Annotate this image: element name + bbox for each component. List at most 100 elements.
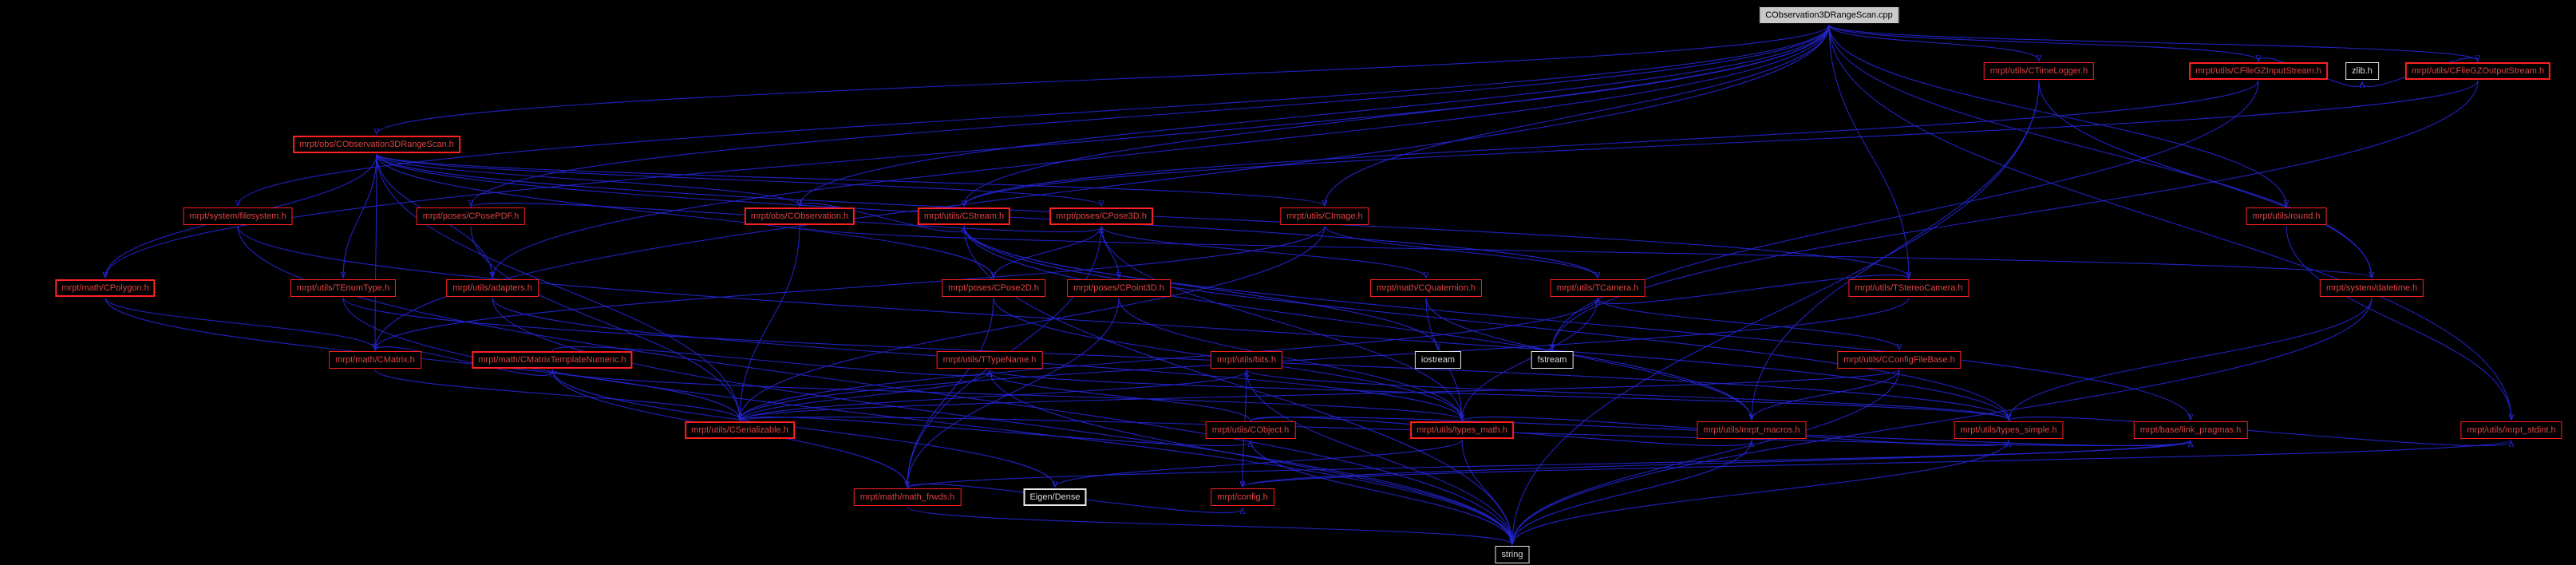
include-edge-n0-n35 (1828, 24, 2511, 420)
include-edge-n13-n22 (105, 297, 375, 350)
graph-node-n35[interactable]: mrpt/utils/mrpt_stdint.h (2460, 421, 2562, 439)
graph-node-n31[interactable]: mrpt/utils/types_math.h (1410, 421, 1514, 439)
include-edge-n14-n33 (342, 297, 2009, 420)
include-edge-n29-n24 (739, 371, 990, 422)
include-edge-n0-n21 (1828, 24, 2372, 278)
include-edge-n8-n21 (799, 225, 2372, 278)
include-edge-n30-n24 (990, 371, 1251, 422)
include-edge-n0-n15 (492, 24, 1830, 278)
include-edge-n24-n33 (989, 369, 2009, 420)
include-edge-n0-n8 (800, 24, 1830, 206)
graph-node-n8[interactable]: mrpt/obs/CObservation.h (744, 207, 855, 225)
graph-node-n38[interactable]: mrpt/config.h (1211, 488, 1274, 506)
include-edge-n1-n21 (2038, 80, 2372, 278)
include-edge-n21-n39 (1512, 297, 2373, 544)
include-edge-n23-n31 (551, 369, 1462, 420)
graph-node-n37[interactable]: Eigen/Dense (1023, 488, 1087, 506)
include-edge-n0-n6 (238, 24, 1830, 206)
graph-node-n5[interactable]: mrpt/obs/CObservation3DRangeScan.h (293, 136, 460, 153)
graph-node-n9[interactable]: mrpt/utils/CStream.h (917, 207, 1011, 225)
graph-node-n6[interactable]: mrpt/system/filesystem.h (183, 207, 293, 225)
graph-node-n30[interactable]: mrpt/utils/CObject.h (1205, 421, 1296, 439)
include-edge-n2-n27 (1552, 80, 2259, 350)
graph-node-n15[interactable]: mrpt/utils/adapters.h (446, 279, 539, 297)
graph-node-n23[interactable]: mrpt/math/CMatrixTemplateNumeric.h (472, 351, 633, 369)
include-edge-n35-n38 (1243, 439, 2512, 487)
include-edge-n36-n39 (907, 506, 1512, 544)
include-edge-n30-n39 (1250, 439, 1512, 544)
graph-node-n27[interactable]: fstream (1531, 351, 1574, 369)
graph-node-n16[interactable]: mrpt/poses/CPose2D.h (942, 279, 1045, 297)
graph-node-n12[interactable]: mrpt/utils/round.h (2246, 207, 2327, 225)
include-edge-n8-n9 (799, 203, 964, 232)
include-edge-n36-n34 (907, 441, 2191, 489)
include-edge-n5-n22 (375, 153, 377, 350)
graph-node-n18[interactable]: mrpt/math/CQuaternion.h (1369, 279, 1483, 297)
include-edge-n18-n32 (1425, 297, 1752, 420)
include-edge-n28-n29 (740, 369, 1900, 420)
include-edge-n31-n39 (1461, 439, 1512, 544)
include-edge-n28-n39 (1512, 369, 1900, 544)
include-edge-n0-n20 (1828, 24, 1909, 278)
include-edge-n4-n27 (1552, 80, 2479, 350)
graph-node-n11[interactable]: mrpt/utils/CImage.h (1280, 207, 1369, 225)
graph-node-n26[interactable]: iostream (1414, 351, 1462, 369)
include-edge-n6-n33 (237, 225, 2009, 420)
graph-node-n1[interactable]: mrpt/utils/CTimeLogger.h (1983, 62, 2095, 80)
graph-node-n4[interactable]: mrpt/utils/CFileGZOutputStream.h (2404, 62, 2551, 80)
graph-node-n17[interactable]: mrpt/poses/CPoint3D.h (1067, 279, 1171, 297)
include-edge-n17-n36 (907, 297, 1120, 487)
include-edge-n28-n32 (1752, 369, 1900, 420)
graph-node-n36[interactable]: mrpt/math/math_frwds.h (853, 488, 962, 506)
include-edge-n19-n29 (740, 297, 1598, 420)
include-edge-n4-n9 (964, 80, 2479, 206)
include-edge-n11-n19 (1324, 225, 1598, 278)
include-edge-n24-n39 (989, 369, 1512, 544)
include-edge-n0-n2 (1828, 24, 2258, 61)
include-edge-n7-n29 (470, 225, 740, 420)
graph-node-n20[interactable]: mrpt/utils/TStereoCamera.h (1848, 279, 1970, 297)
include-edge-n0-n4 (1828, 24, 2478, 61)
graph-node-n2[interactable]: mrpt/utils/CFileGZInputStream.h (2189, 62, 2328, 80)
graph-node-n25[interactable]: mrpt/utils/bits.h (1211, 351, 1282, 369)
include-edge-n0-n11 (1325, 24, 1830, 206)
include-edge-n31-n37 (1055, 439, 1463, 487)
include-edge-n1-n39 (1512, 80, 2040, 544)
graph-node-n39[interactable]: string (1495, 546, 1530, 563)
include-edge-n9-n32 (963, 225, 1752, 420)
include-edge-n5-n11 (376, 153, 1325, 206)
graph-node-n7[interactable]: mrpt/poses/CPosePDF.h (416, 207, 526, 225)
include-edge-n0-n5 (377, 24, 1830, 134)
graph-node-n22[interactable]: mrpt/math/CMatrix.h (329, 351, 421, 369)
graph-node-n21[interactable]: mrpt/system/datetime.h (2319, 279, 2424, 297)
graph-node-n14[interactable]: mrpt/utils/TEnumType.h (290, 279, 397, 297)
graph-node-n13[interactable]: mrpt/math/CPolygon.h (55, 279, 156, 297)
graph-node-n33[interactable]: mrpt/utils/types_simple.h (1954, 421, 2064, 439)
include-edge-n22-n23 (374, 346, 552, 376)
include-edge-n29-n30 (739, 417, 1250, 446)
include-edge-n15-n39 (492, 297, 1512, 544)
include-edge-n5-n10 (376, 153, 1101, 206)
include-edge-n12-n35 (2286, 225, 2511, 420)
graph-node-n19[interactable]: mrpt/utils/TCamera.h (1550, 279, 1646, 297)
include-edge-n16-n36 (907, 297, 994, 487)
include-edge-n10-n18 (1100, 225, 1426, 278)
graph-node-n10[interactable]: mrpt/poses/CPose3D.h (1049, 207, 1153, 225)
include-edge-n2-n9 (964, 80, 2259, 206)
graph-node-n28[interactable]: mrpt/utils/CConfigFileBase.h (1837, 351, 1962, 369)
include-edge-n34-n38 (1243, 439, 2191, 487)
graph-node-n34[interactable]: mrpt/base/link_pragmas.h (2133, 421, 2248, 439)
graph-node-n24[interactable]: mrpt/utils/TTypeName.h (936, 351, 1043, 369)
graph-root-node[interactable]: CObservation3DRangeScan.cpp (1759, 6, 1899, 24)
graph-node-n3[interactable]: zlib.h (2345, 62, 2379, 80)
include-edge-n21-n33 (2009, 297, 2373, 420)
include-edge-n9-n34 (963, 225, 2191, 420)
graph-node-n29[interactable]: mrpt/utils/CSerializable.h (685, 421, 795, 439)
include-edge-n0-n7 (471, 24, 1830, 206)
include-edge-n19-n31 (1462, 297, 1598, 420)
include-edge-n10-n16 (994, 225, 1102, 278)
graph-node-n32[interactable]: mrpt/utils/mrpt_macros.h (1697, 421, 1807, 439)
include-edge-n14-n39 (342, 297, 1512, 544)
